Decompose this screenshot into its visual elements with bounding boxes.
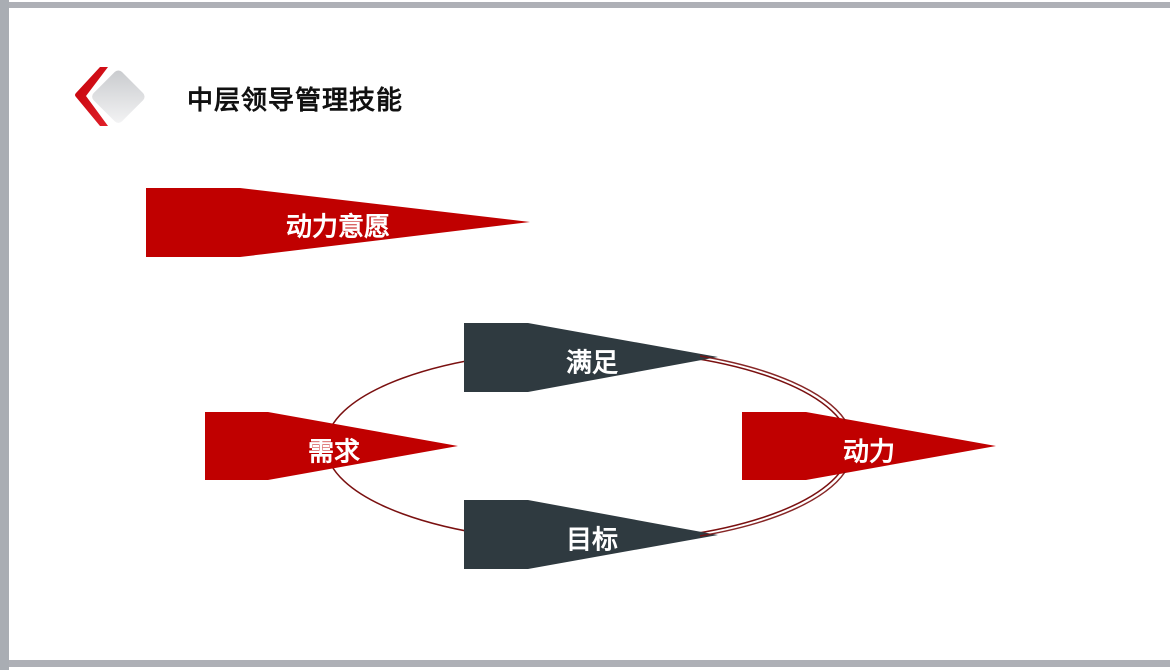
right-node-shape	[742, 412, 996, 480]
bottom-frame-bar	[9, 660, 1170, 667]
bottom-node-label: 目标	[565, 525, 619, 556]
header-arrow-label: 动力意愿	[285, 212, 391, 243]
left-frame-bar	[0, 0, 9, 670]
top-node-label: 满足	[565, 348, 619, 379]
right-node-label: 动力	[842, 437, 896, 468]
top-node-shape	[464, 323, 718, 392]
page-title: 中层领导管理技能	[187, 86, 404, 116]
logo-icon	[75, 67, 145, 126]
left-node-shape	[205, 412, 458, 480]
header-arrow-shape	[146, 188, 530, 257]
top-frame-bar	[9, 2, 1170, 8]
bottom-node-shape	[464, 500, 718, 569]
left-node-label: 需求	[307, 437, 361, 468]
